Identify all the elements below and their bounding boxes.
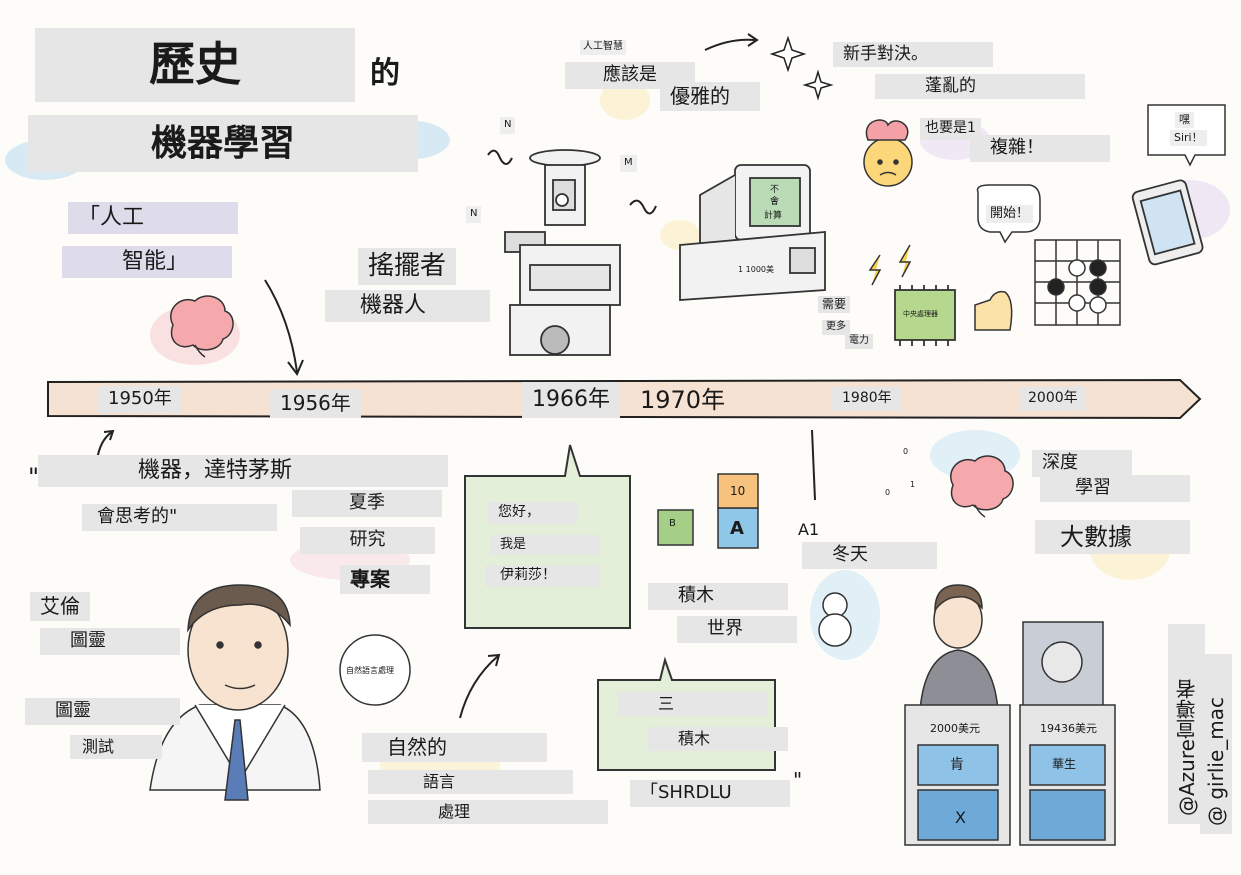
nlp-badge [339,634,411,706]
squiggle-icon [487,149,513,165]
nlp-badge-text: 自然語言處理 [346,666,394,675]
siri-label: Siri！ [1170,130,1207,146]
squiggle-icon [629,199,657,215]
computer-base-text: 1 1000美 [738,265,774,274]
vintage-computer-icon [679,164,826,301]
computer-screen-text: 不 [770,185,780,195]
letter-n-label: N [500,117,516,134]
power-label: 電力 [845,334,873,349]
arrow-icon [264,279,298,373]
watson-money: 19436美元 [1040,722,1097,735]
turing-test-label-2: 測試 [70,735,162,759]
natural-label: 自然的 [362,733,547,762]
quote-mark: " [28,463,40,491]
go-board-icon [1034,239,1121,326]
messy-label: 蓬亂的 [875,74,1085,100]
alan-label: 艾倫 [30,592,90,621]
research-label: 研究 [300,527,435,554]
block-a: A [730,518,744,539]
smartphone-icon [1131,179,1204,266]
lightning-icon [868,254,882,286]
more-label: 更多 [822,320,850,335]
block-b: B [669,518,676,529]
eliza-name: 伊莉莎！ [485,565,600,587]
start-label: 開始！ [986,205,1034,224]
machine-think-label: 機器，達特茅斯 [38,455,448,487]
ken-name: 肯 [950,757,964,773]
binary-digit: 0 [885,488,891,497]
year-2000: 2000年 [1020,387,1086,411]
three-label: 三 [618,692,768,716]
ai-winter-a1: A1 [798,520,820,539]
summer-label: 夏季 [292,490,442,517]
shakey-label: 搖擺者 [358,248,457,285]
page-subtitle: 機器學習 [28,115,418,172]
lightning-icon [898,244,912,278]
alan-turing-portrait [149,584,321,801]
shrdlu-label: 「SHRDLU [630,780,790,807]
shakey-robot-label: 機器人 [325,290,490,322]
eliza-iam: 我是 [490,535,600,556]
credit-girlie-mac: @ girlie_mac [1200,654,1232,834]
cpu-label: 中央處理器 [903,310,938,318]
year-1966: 1966年 [522,382,620,418]
x-mark: X [955,808,966,827]
sparkle-icon [802,69,834,101]
deep-label: 深度 [1032,450,1132,477]
binary-digit: 0 [903,447,909,456]
shakey-robot-icon [504,149,621,356]
big-data-label: 大數據 [1035,520,1190,554]
year-1980: 1980年 [832,387,902,411]
eliza-hello: 您好， [488,502,578,524]
cpu-chip-icon [894,285,956,346]
toy-blocks-icon [657,473,759,549]
complex-label: 複雜！ [970,135,1110,162]
snowman-icon [818,592,852,647]
jeopardy-podiums [904,584,1116,846]
watson-name: 華生 [1052,757,1077,771]
title-particle: 的 [370,56,400,91]
letter-n-label: N [466,206,482,223]
computer-screen-text: 計算 [764,211,783,221]
need-label: 需要 [818,296,851,313]
exploding-head-icon [863,119,913,187]
turing-label: 圖靈 [40,628,180,655]
ai-quote-open: 「人工 [68,202,238,234]
computer-screen-text: 會 [770,197,780,207]
ai-small-label: 人工智慧 [580,40,626,55]
binary-digit: 1 [910,480,916,489]
watercolor-blue-splash [810,570,880,660]
also-one-label: 也要是1 [920,118,981,140]
arrow-icon [704,38,756,51]
hey-label: 嘿 [1175,112,1194,128]
elegant-label: 優雅的 [660,82,760,111]
ai-quote-close: 智能」 [62,246,232,278]
project-label: 專案 [340,565,430,594]
year-1950: 1950年 [98,386,182,413]
processing-label: 處理 [368,800,608,824]
language-label: 語言 [368,770,573,794]
ken-money: 2000美元 [930,722,980,735]
world-label: 世界 [677,616,797,643]
page-title: 歷史 [35,28,355,102]
sparkle-icon [769,35,807,73]
turing-test-label: 圖靈 [25,698,180,725]
blocks2-label: 積木 [648,727,788,751]
block-10: 10 [730,484,746,498]
year-1956: 1956年 [270,389,361,418]
arrow-icon [459,655,499,719]
learning-label: 學習 [1040,475,1190,502]
letter-m-label: M [620,155,637,172]
newbie-label: 新手對決。 [833,42,993,68]
brain-icon [950,455,1014,518]
year-1970: 1970年 [640,386,726,414]
shrdlu-close: " [793,768,803,792]
machine-think-label-2: 會思考的" [82,504,277,531]
flexed-arm-icon [974,290,1013,331]
blocks-label: 積木 [648,583,788,610]
brain-icon [170,295,234,358]
winter-label: 冬天 [802,542,937,569]
